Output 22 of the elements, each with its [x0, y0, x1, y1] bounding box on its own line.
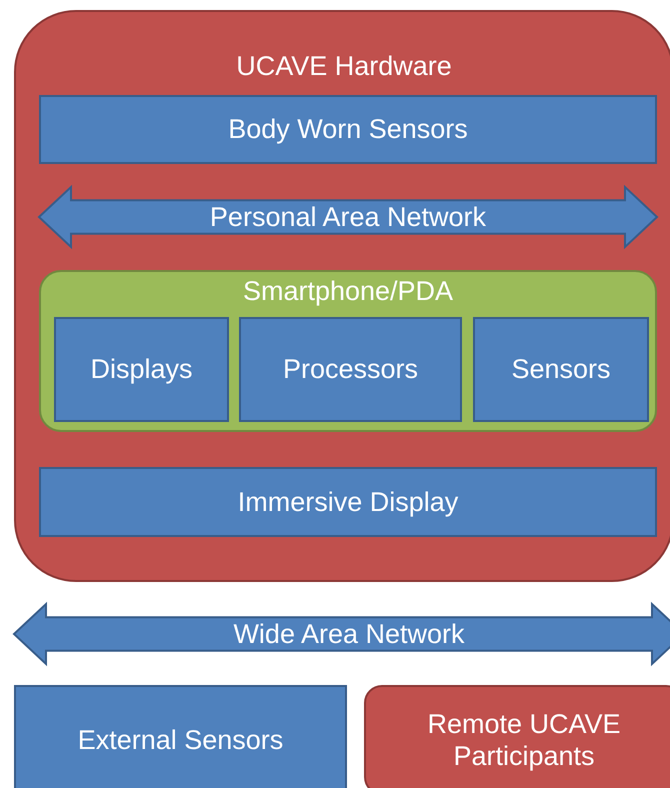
block-label: Sensors — [511, 353, 611, 386]
panel-title: Smartphone/PDA — [242, 275, 454, 308]
component-block — [54, 317, 229, 422]
network-label: Personal Area Network — [210, 200, 486, 234]
network-arrow — [14, 604, 670, 664]
sensor-block — [14, 685, 347, 788]
block-label: Displays — [90, 353, 193, 386]
network-arrow — [39, 187, 657, 247]
block-label: Processors — [282, 353, 418, 386]
hardware-panel — [14, 10, 670, 582]
block-label: Body Worn Sensors — [228, 113, 468, 146]
sensor-block — [39, 95, 657, 164]
participants-block — [364, 685, 670, 788]
device-panel — [39, 270, 657, 432]
component-block — [473, 317, 649, 422]
block-label: External Sensors — [78, 724, 284, 756]
display-block — [39, 467, 657, 537]
block-label: Remote UCAVE Participants — [426, 708, 622, 772]
component-block — [239, 317, 462, 422]
network-label: Wide Area Network — [233, 618, 465, 650]
panel-title: UCAVE Hardware — [235, 50, 453, 82]
block-label: Immersive Display — [238, 486, 458, 518]
